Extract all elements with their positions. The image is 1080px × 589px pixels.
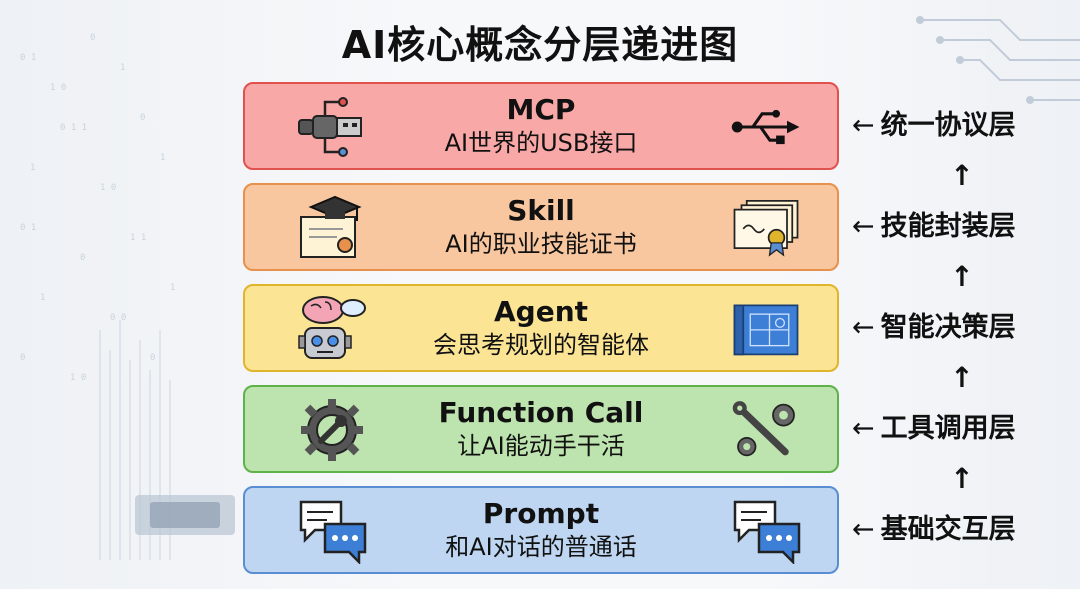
tools-gears-icon xyxy=(732,401,795,457)
svg-text:0: 0 xyxy=(150,353,155,363)
layer-description: 让AI能动手干活 xyxy=(457,432,625,460)
svg-text:1: 1 xyxy=(120,63,125,73)
usb-plug-icon xyxy=(298,97,362,157)
layer-function-call: Function Call 让AI能动手干活 xyxy=(243,385,839,473)
side-label-protocol: ←统一协议层 xyxy=(852,110,1016,141)
robot-brain-icon xyxy=(298,296,366,359)
layer-description: 和AI对话的普通话 xyxy=(445,533,637,561)
arrow-up-icon: ↑ xyxy=(950,462,974,495)
layer-name: Function Call xyxy=(438,396,644,429)
layer-agent: Agent 会思考规划的智能体 xyxy=(243,284,839,372)
side-label-decision: ←智能决策层 xyxy=(852,312,1016,343)
arrow-left-icon: ← xyxy=(852,514,875,545)
chat-bubbles-icon xyxy=(299,500,367,564)
svg-text:1 1: 1 1 xyxy=(130,233,146,243)
arrow-left-icon: ← xyxy=(852,413,875,444)
certificate-stack-icon xyxy=(733,200,799,257)
layer-name: Agent xyxy=(493,295,589,328)
svg-text:1: 1 xyxy=(160,153,165,163)
arrow-up-icon: ↑ xyxy=(950,260,974,293)
blueprint-icon xyxy=(733,304,799,356)
layer-name: MCP xyxy=(506,93,576,126)
layer-mcp: MCP AI世界的USB接口 xyxy=(243,82,839,170)
side-label-basic: ←基础交互层 xyxy=(852,514,1016,545)
svg-text:0: 0 xyxy=(140,113,145,123)
layer-description: AI世界的USB接口 xyxy=(444,129,638,157)
layer-name: Skill xyxy=(507,194,575,227)
side-label-tool: ←工具调用层 xyxy=(852,413,1016,444)
svg-text:1: 1 xyxy=(30,163,35,173)
layer-description: 会思考规划的智能体 xyxy=(433,331,649,359)
svg-text:0: 0 xyxy=(90,33,95,43)
svg-text:1: 1 xyxy=(40,293,45,303)
svg-text:1 0: 1 0 xyxy=(70,373,86,383)
svg-text:1 0: 1 0 xyxy=(50,83,66,93)
layer-prompt: Prompt 和AI对话的普通话 xyxy=(243,486,839,574)
svg-text:0: 0 xyxy=(80,253,85,263)
binary-background-decoration: 0 1 1 0 0 1 0 1 1 0 1 1 0 1 0 1 0 1 1 1 0 0 1 0 1 0… xyxy=(20,33,235,560)
layer-name: Prompt xyxy=(482,497,600,530)
arrow-up-icon: ↑ xyxy=(950,361,974,394)
svg-text:0: 0 xyxy=(20,353,25,363)
side-label-skill: ←技能封装层 xyxy=(852,211,1016,242)
svg-text:0 1 1: 0 1 1 xyxy=(60,123,87,133)
chat-bubbles-icon xyxy=(733,500,801,564)
svg-text:0 0: 0 0 xyxy=(110,313,126,323)
svg-text:0 1: 0 1 xyxy=(20,53,36,63)
svg-text:1: 1 xyxy=(170,283,175,293)
circuit-background-decoration xyxy=(916,16,1080,104)
gear-wrench-icon xyxy=(301,399,363,461)
layer-description: AI的职业技能证书 xyxy=(445,230,637,258)
usb-symbol-icon xyxy=(731,109,800,145)
svg-text:1 0: 1 0 xyxy=(100,183,116,193)
arrow-left-icon: ← xyxy=(852,312,875,343)
arrow-left-icon: ← xyxy=(852,211,875,242)
svg-text:0 1: 0 1 xyxy=(20,223,36,233)
diagram-title: AI核心概念分层递进图 xyxy=(341,23,739,67)
graduation-certificate-icon xyxy=(300,195,362,258)
layer-skill: Skill AI的职业技能证书 xyxy=(243,183,839,271)
arrow-up-icon: ↑ xyxy=(950,159,974,192)
arrow-left-icon: ← xyxy=(852,110,875,141)
